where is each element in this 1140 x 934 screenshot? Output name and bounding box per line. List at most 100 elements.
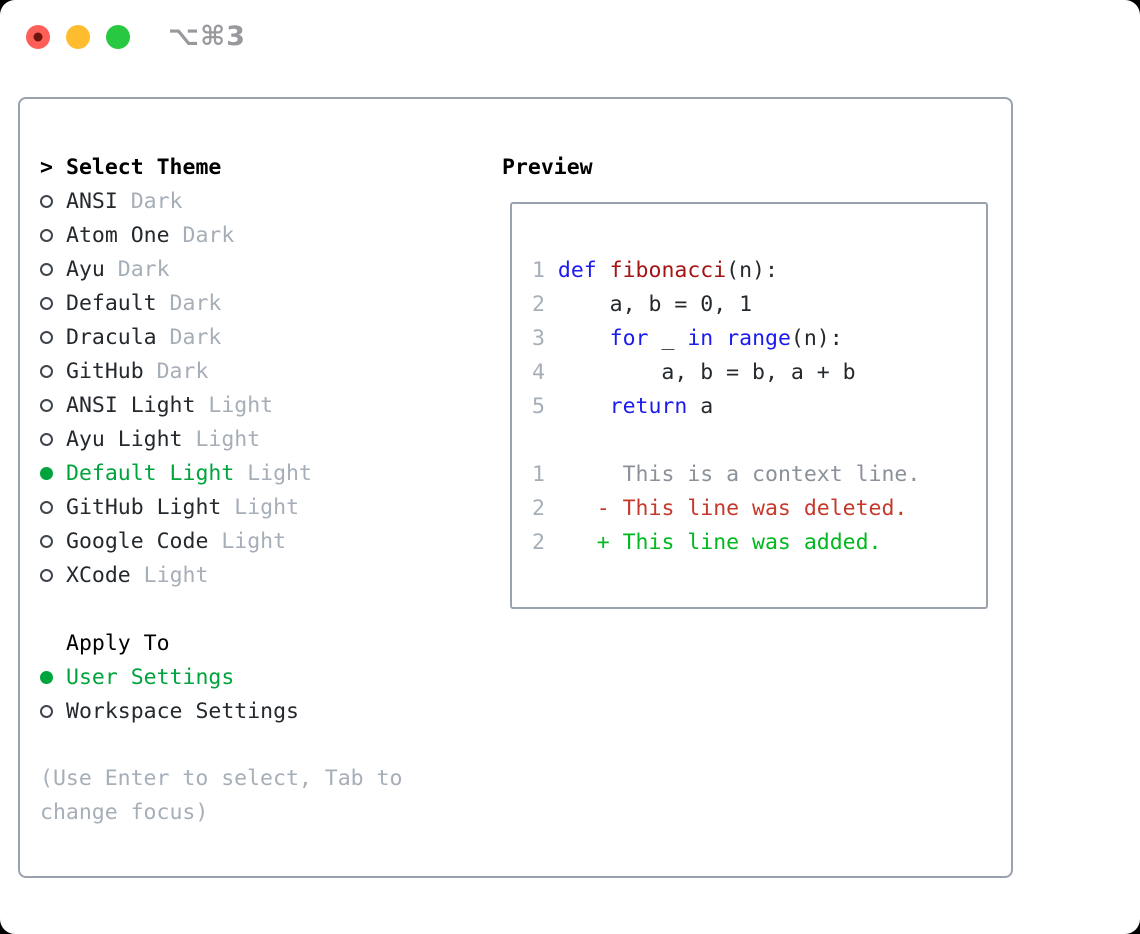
- code-line: [532, 424, 986, 458]
- code-token: [558, 394, 610, 419]
- radio-icon: [40, 704, 53, 718]
- theme-option-xcode-light[interactable]: XCode Light: [40, 558, 485, 592]
- theme-variant-label: Light: [234, 460, 312, 486]
- option-label: Atom One: [66, 222, 170, 248]
- theme-option-default-dark[interactable]: Default Dark: [40, 286, 485, 320]
- theme-variant-label: Dark: [169, 222, 235, 248]
- code-token: [713, 326, 726, 351]
- code-token: def: [557, 258, 597, 283]
- code-token: a: [687, 394, 714, 419]
- theme-option-default-light-light[interactable]: Default Light Light: [40, 456, 485, 490]
- option-label: Default Light: [66, 460, 235, 486]
- code-token: return: [609, 394, 688, 419]
- line-number: 2: [532, 496, 545, 521]
- code-token: a, b = 0, 1: [557, 292, 753, 317]
- close-active-dot-icon: [33, 32, 43, 42]
- radio-icon: [40, 432, 53, 446]
- line-number: 1: [532, 462, 545, 487]
- theme-variant-label: Dark: [143, 358, 209, 384]
- code-token: (n):: [790, 326, 843, 351]
- code-token: This is a context line.: [622, 462, 921, 487]
- code-line: 2 a, b = 0, 1: [532, 288, 986, 322]
- code-token: - This line was deleted.: [596, 496, 908, 521]
- theme-option-github-dark[interactable]: GitHub Dark: [40, 354, 485, 388]
- preview-title: Preview: [502, 154, 593, 180]
- theme-option-dracula-dark[interactable]: Dracula Dark: [40, 320, 485, 354]
- line-number: 5: [532, 394, 545, 419]
- code-token: in: [687, 326, 714, 351]
- code-token: a, b = b, a + b: [557, 360, 856, 385]
- apply-option-workspace-settings[interactable]: Workspace Settings: [40, 694, 485, 728]
- code-token: [558, 530, 597, 555]
- theme-option-ayu-light-light[interactable]: Ayu Light Light: [40, 422, 485, 456]
- theme-variant-label: Dark: [117, 188, 183, 214]
- code-line: 5 return a: [532, 390, 986, 424]
- code-token: [597, 258, 610, 283]
- code-line: 1 This is a context line.: [532, 458, 986, 492]
- radio-icon: [40, 194, 53, 208]
- radio-icon: [40, 330, 53, 344]
- select-theme-title: Select Theme: [66, 154, 222, 180]
- traffic-lights: [26, 25, 130, 49]
- select-theme-header: > Select Theme: [40, 150, 485, 184]
- option-label: ANSI: [66, 188, 118, 214]
- radio-icon: [40, 568, 53, 582]
- line-number: 3: [532, 326, 545, 351]
- option-label: GitHub Light: [66, 494, 222, 520]
- theme-variant-label: Light: [208, 528, 287, 554]
- radio-icon: [40, 296, 53, 310]
- radio-icon: [40, 398, 53, 412]
- radio-icon: [40, 534, 53, 548]
- option-label: ANSI Light: [66, 392, 196, 418]
- code-token: _: [648, 326, 688, 351]
- minimize-button[interactable]: [66, 25, 90, 49]
- theme-variant-label: Dark: [156, 324, 222, 350]
- option-label: XCode: [66, 562, 131, 588]
- option-label: Default: [66, 290, 157, 316]
- line-number: 2: [532, 530, 545, 555]
- window-title: ⌥⌘3: [168, 21, 246, 52]
- radio-icon: [40, 364, 53, 378]
- theme-option-atom-one-dark[interactable]: Atom One Dark: [40, 218, 485, 252]
- theme-variant-label: Dark: [156, 290, 222, 316]
- code-line: 4 a, b = b, a + b: [532, 356, 986, 390]
- option-label: User Settings: [66, 664, 235, 690]
- radio-selected-icon: [40, 670, 53, 684]
- radio-icon: [40, 500, 53, 514]
- theme-variant-label: Light: [221, 494, 300, 520]
- option-label: GitHub: [66, 358, 144, 384]
- theme-variant-label: Light: [195, 392, 274, 418]
- code-token: [558, 462, 623, 487]
- theme-variant-label: Dark: [104, 256, 170, 282]
- apply-to-title: Apply To: [66, 630, 170, 656]
- spacer: [40, 592, 485, 626]
- theme-option-github-light-light[interactable]: GitHub Light Light: [40, 490, 485, 524]
- apply-option-user-settings[interactable]: User Settings: [40, 660, 485, 694]
- theme-variant-label: Light: [182, 426, 261, 452]
- zoom-button[interactable]: [106, 25, 130, 49]
- radio-selected-icon: [40, 466, 53, 480]
- theme-option-ansi-light-light[interactable]: ANSI Light Light: [40, 388, 485, 422]
- line-number: 4: [532, 360, 545, 385]
- code-token: fibonacci: [609, 258, 727, 283]
- titlebar: ⌥⌘3: [0, 0, 1140, 74]
- theme-option-ayu-dark[interactable]: Ayu Dark: [40, 252, 485, 286]
- theme-option-google-code-light[interactable]: Google Code Light: [40, 524, 485, 558]
- theme-option-ansi-dark[interactable]: ANSI Dark: [40, 184, 485, 218]
- radio-icon: [40, 228, 53, 242]
- theme-variant-label: Light: [130, 562, 209, 588]
- close-button[interactable]: [26, 25, 50, 49]
- code-line: 3 for _ in range(n):: [532, 322, 986, 356]
- option-label: Google Code: [66, 528, 209, 554]
- line-number: 2: [532, 292, 545, 317]
- code-token: (n):: [726, 258, 778, 283]
- code-line: 2 - This line was deleted.: [532, 492, 986, 526]
- option-label: Ayu: [66, 256, 105, 282]
